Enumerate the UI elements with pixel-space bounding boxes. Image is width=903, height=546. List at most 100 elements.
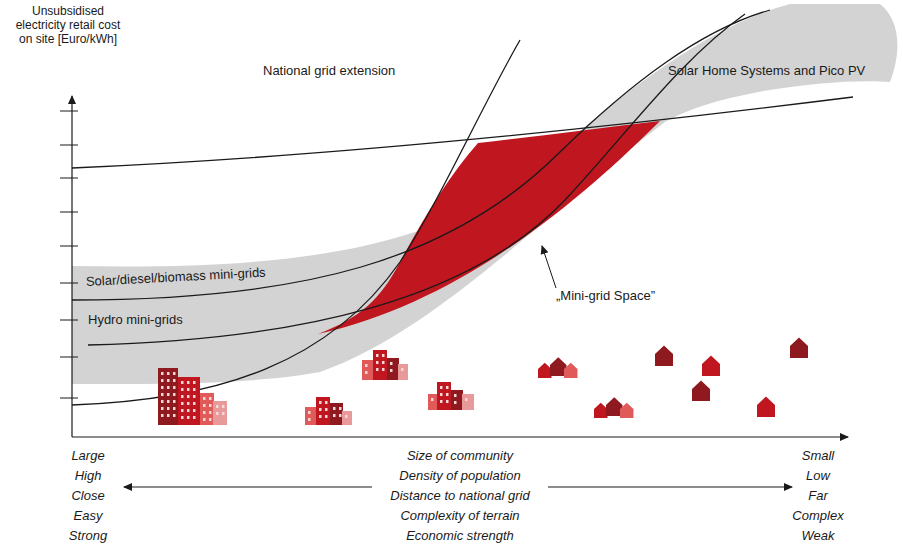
tick — [60, 398, 78, 399]
window — [390, 362, 393, 365]
window — [173, 379, 176, 382]
window — [382, 368, 385, 371]
solar-diesel-curve — [72, 10, 770, 300]
house — [538, 363, 552, 378]
window — [308, 411, 311, 414]
window — [209, 411, 212, 414]
house — [594, 403, 608, 418]
axis-caption: High — [75, 468, 102, 484]
direction-arrow — [548, 486, 792, 487]
window — [339, 407, 342, 410]
window — [319, 415, 322, 418]
leader-arrow — [542, 246, 556, 288]
window — [193, 381, 196, 384]
axis-caption: Easy — [74, 508, 103, 524]
window — [167, 400, 170, 403]
window — [440, 400, 443, 403]
house — [790, 338, 808, 358]
curve-label: „Mini-grid Space” — [556, 288, 655, 304]
window — [181, 381, 184, 384]
window — [181, 416, 184, 419]
window — [181, 402, 184, 405]
axis-title: Unsubsidised electricity retail cost on … — [12, 4, 124, 46]
window — [440, 386, 443, 389]
window — [173, 414, 176, 417]
window — [454, 401, 457, 404]
window — [440, 393, 443, 396]
window — [319, 401, 322, 404]
window — [181, 409, 184, 412]
window — [193, 395, 196, 398]
window — [209, 397, 212, 400]
window — [167, 414, 170, 417]
building — [398, 364, 408, 380]
window — [167, 386, 170, 389]
window — [365, 371, 368, 374]
axis-caption: Economic strength — [406, 528, 514, 544]
window — [187, 409, 190, 412]
grid-extension-curve — [72, 40, 520, 405]
window — [376, 368, 379, 371]
building — [428, 394, 438, 410]
window — [308, 418, 311, 421]
building — [362, 360, 374, 380]
house — [757, 397, 775, 417]
window — [382, 361, 385, 364]
building — [213, 401, 227, 425]
building — [158, 368, 178, 425]
window — [203, 397, 206, 400]
window — [161, 407, 164, 410]
window — [161, 386, 164, 389]
window — [203, 404, 206, 407]
tick — [60, 246, 78, 247]
hydro-curve — [88, 14, 745, 345]
building — [342, 411, 352, 425]
window — [173, 393, 176, 396]
building — [373, 350, 387, 380]
tick — [60, 145, 78, 146]
window — [319, 408, 322, 411]
window — [333, 407, 336, 410]
window — [161, 372, 164, 375]
window — [390, 369, 393, 372]
building — [178, 377, 200, 425]
window — [446, 393, 449, 396]
window — [161, 379, 164, 382]
window — [187, 381, 190, 384]
axis-caption: Distance to national grid — [390, 488, 529, 504]
window — [161, 393, 164, 396]
window — [193, 409, 196, 412]
window — [376, 361, 379, 364]
axis-caption: Small — [802, 448, 835, 464]
window — [209, 418, 212, 421]
window — [446, 400, 449, 403]
window — [222, 412, 225, 415]
building — [316, 397, 330, 425]
window — [222, 405, 225, 408]
building — [462, 394, 474, 410]
axis-caption: Size of community — [407, 448, 513, 464]
window — [216, 412, 219, 415]
window — [333, 414, 336, 417]
window — [216, 405, 219, 408]
axis-caption: Complex — [792, 508, 843, 524]
window — [187, 416, 190, 419]
window — [173, 386, 176, 389]
house — [655, 346, 673, 366]
window — [161, 400, 164, 403]
tick — [60, 357, 78, 358]
window — [173, 400, 176, 403]
axis-caption: Complexity of terrain — [400, 508, 519, 524]
window — [187, 388, 190, 391]
shs-line — [72, 97, 853, 168]
axis-caption: Strong — [69, 528, 107, 544]
building — [330, 403, 343, 425]
window — [193, 402, 196, 405]
y-axis — [71, 96, 72, 437]
window — [376, 354, 379, 357]
window — [382, 354, 385, 357]
building — [387, 358, 399, 380]
window — [401, 368, 404, 371]
house — [692, 381, 710, 401]
